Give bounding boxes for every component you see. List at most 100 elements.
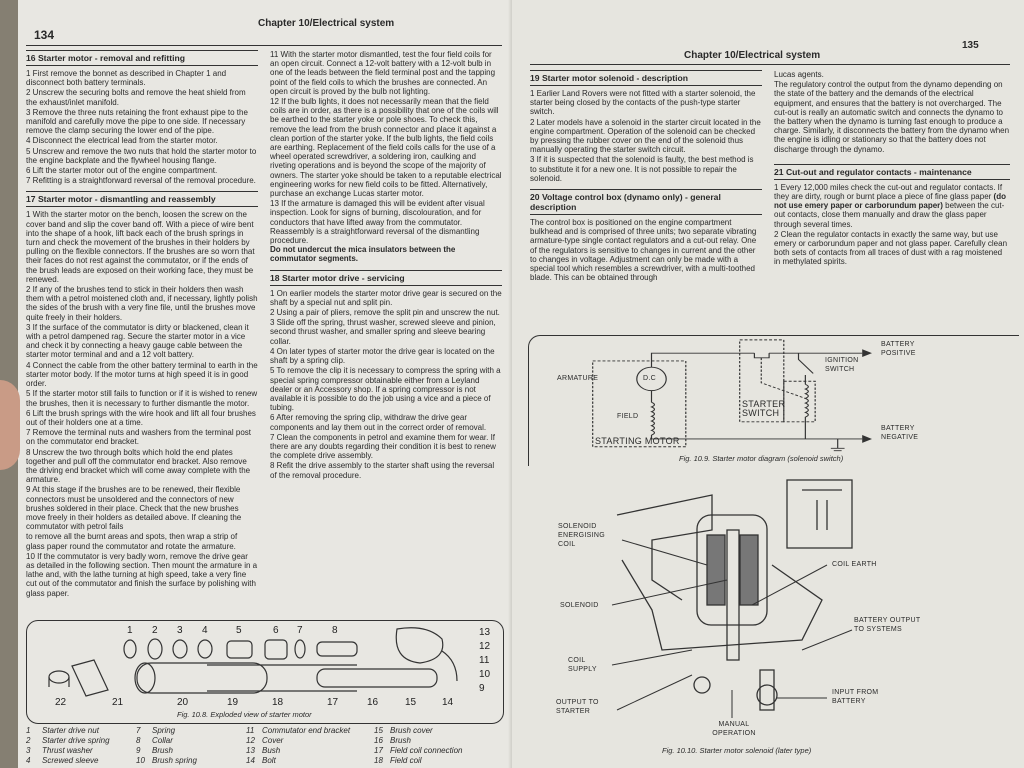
legend-number: 14: [246, 756, 255, 765]
label-input-from-battery: INPUT FROM BATTERY: [832, 689, 879, 705]
paragraph: 7 Refitting is a straightforward reversa…: [26, 176, 256, 186]
callout-3: 3: [177, 625, 183, 636]
paragraph: 7 Remove the terminal nuts and washers f…: [26, 428, 251, 447]
paragraph: 4 On later types of starter motor the dr…: [270, 346, 495, 366]
legend-label: Starter drive nut: [42, 726, 99, 735]
circuit-diagram: [592, 339, 872, 452]
figure-caption: Fig. 10.9. Starter motor diagram (soleno…: [679, 454, 844, 463]
legend-label: Bolt: [262, 756, 276, 765]
callout-4: 4: [202, 625, 208, 636]
section-title: 16 Starter motor - removal and refitting: [26, 50, 258, 66]
callout-15: 15: [405, 697, 417, 708]
label-solenoid: SOLENOID: [560, 602, 599, 609]
paragraph: 2 Unscrew the securing bolts and remove …: [26, 88, 246, 107]
callout-12: 12: [479, 641, 491, 652]
callout-16: 16: [367, 697, 379, 708]
legend-number: 8: [136, 736, 141, 745]
legend-number: 15: [374, 726, 383, 735]
figure-solenoid-cutaway: SOLENOID ENERGISING COIL SOLENOID COIL E…: [552, 470, 932, 760]
legend-label: Cover: [262, 736, 284, 745]
paragraph: 2 Clean the regulator contacts in exactl…: [774, 229, 1008, 267]
hand-holding-page: [0, 380, 20, 470]
label-battery-negative: BATTERY NEGATIVE: [881, 425, 919, 441]
header-rule: [26, 45, 502, 46]
paragraph: 2 If any of the brushes tend to stick in…: [26, 285, 258, 322]
header-rule: [530, 64, 1010, 65]
page-number: 135: [962, 40, 979, 51]
section-title: 18 Starter motor drive - servicing: [270, 269, 502, 286]
label-coil-supply: COIL SUPPLY: [568, 657, 597, 673]
label-coil-earth: COIL EARTH: [832, 561, 877, 568]
right-left-column: 19 Starter motor solenoid - description …: [530, 70, 762, 283]
callout-20: 20: [177, 697, 189, 708]
legend-number: 11: [246, 726, 255, 735]
paragraph: 6 Lift the brush springs with the wire h…: [26, 408, 256, 427]
legend-number: 12: [246, 736, 255, 745]
paragraph: 11 With the starter motor dismantled, te…: [270, 50, 496, 96]
paragraph: 8 Refit the drive assembly to the starte…: [270, 461, 495, 480]
paragraph: 4 Connect the cable from the other batte…: [26, 360, 258, 389]
label-ignition-switch: IGNITION SWITCH: [825, 357, 859, 373]
legend-number: 16: [374, 736, 383, 745]
paragraph: The control box is positioned on the eng…: [530, 218, 757, 283]
paragraph: 13 If the armature is damaged this will …: [270, 199, 485, 246]
chapter-header: Chapter 10/Electrical system: [258, 18, 395, 29]
paragraph: 5 To remove the clip it is necessary to …: [270, 366, 501, 413]
legend-number: 2: [26, 736, 31, 745]
legend-item: 14 Bolt: [246, 756, 374, 766]
callout-14: 14: [442, 697, 454, 708]
section-title: 21 Cut-out and regulator contacts - main…: [774, 163, 1010, 180]
callout-11: 11: [479, 655, 490, 666]
paragraph: 3 If the surface of the commutator is di…: [26, 322, 249, 360]
callout-21: 21: [112, 697, 124, 708]
left-page-text: 16 Starter motor - removal and refitting…: [26, 50, 502, 615]
legend-label: Brush: [390, 736, 411, 745]
legend-label: Commutator end bracket: [262, 726, 351, 735]
left-page: Chapter 10/Electrical system 134 16 Star…: [18, 0, 518, 768]
paragraph: 1 Every 12,000 miles check the cut-out a…: [774, 182, 1006, 229]
paragraph: 3 Remove the three nuts retaining the fr…: [26, 107, 248, 136]
paragraph: 1 On earlier models the starter motor dr…: [270, 288, 502, 307]
legend-number: 3: [26, 746, 31, 755]
legend-label: Spring: [152, 726, 176, 735]
legend-label: Screwed sleeve: [42, 756, 99, 765]
legend-item: 8 Collar: [136, 736, 246, 746]
callout-8: 8: [332, 625, 338, 636]
legend-number: 9: [136, 746, 141, 755]
callout-10: 10: [479, 669, 491, 680]
legend-item: 16 Brush: [374, 736, 502, 746]
callout-5: 5: [236, 625, 242, 636]
page-number: 134: [34, 28, 55, 42]
right-page: Chapter 10/Electrical system 135 19 Star…: [512, 0, 1024, 768]
paragraph: 5 If the starter motor still fails to fu…: [26, 389, 258, 408]
callout-1: 1: [127, 625, 133, 636]
legend-number: 13: [246, 746, 255, 755]
bold-note: Do not undercut the mica insulators betw…: [270, 245, 456, 264]
legend-item: 11 Commutator end bracket: [246, 726, 374, 736]
callout-17: 17: [327, 697, 339, 708]
label-armature: ARMATURE: [557, 375, 599, 382]
paragraph: 12 If the bulb lights, it does not neces…: [270, 97, 502, 199]
legend-label: Brush spring: [152, 756, 197, 765]
label-starting-motor: STARTING MOTOR: [595, 436, 680, 446]
label-solenoid-energising-coil: SOLENOID ENERGISING COIL: [558, 523, 605, 548]
callout-7: 7: [297, 625, 303, 636]
paragraph: 1 With the starter motor on the bench, l…: [26, 210, 255, 284]
legend-label: Collar: [152, 736, 173, 745]
legend-item: 12 Cover: [246, 736, 374, 746]
paragraph: 3 If it is suspected that the solenoid i…: [530, 155, 754, 183]
label-output-to-starter: OUTPUT TO STARTER: [556, 699, 599, 715]
callout-2: 2: [152, 625, 158, 636]
callout-18: 18: [272, 697, 284, 708]
section-title: 20 Voltage control box (dynamo only) - g…: [530, 189, 762, 216]
